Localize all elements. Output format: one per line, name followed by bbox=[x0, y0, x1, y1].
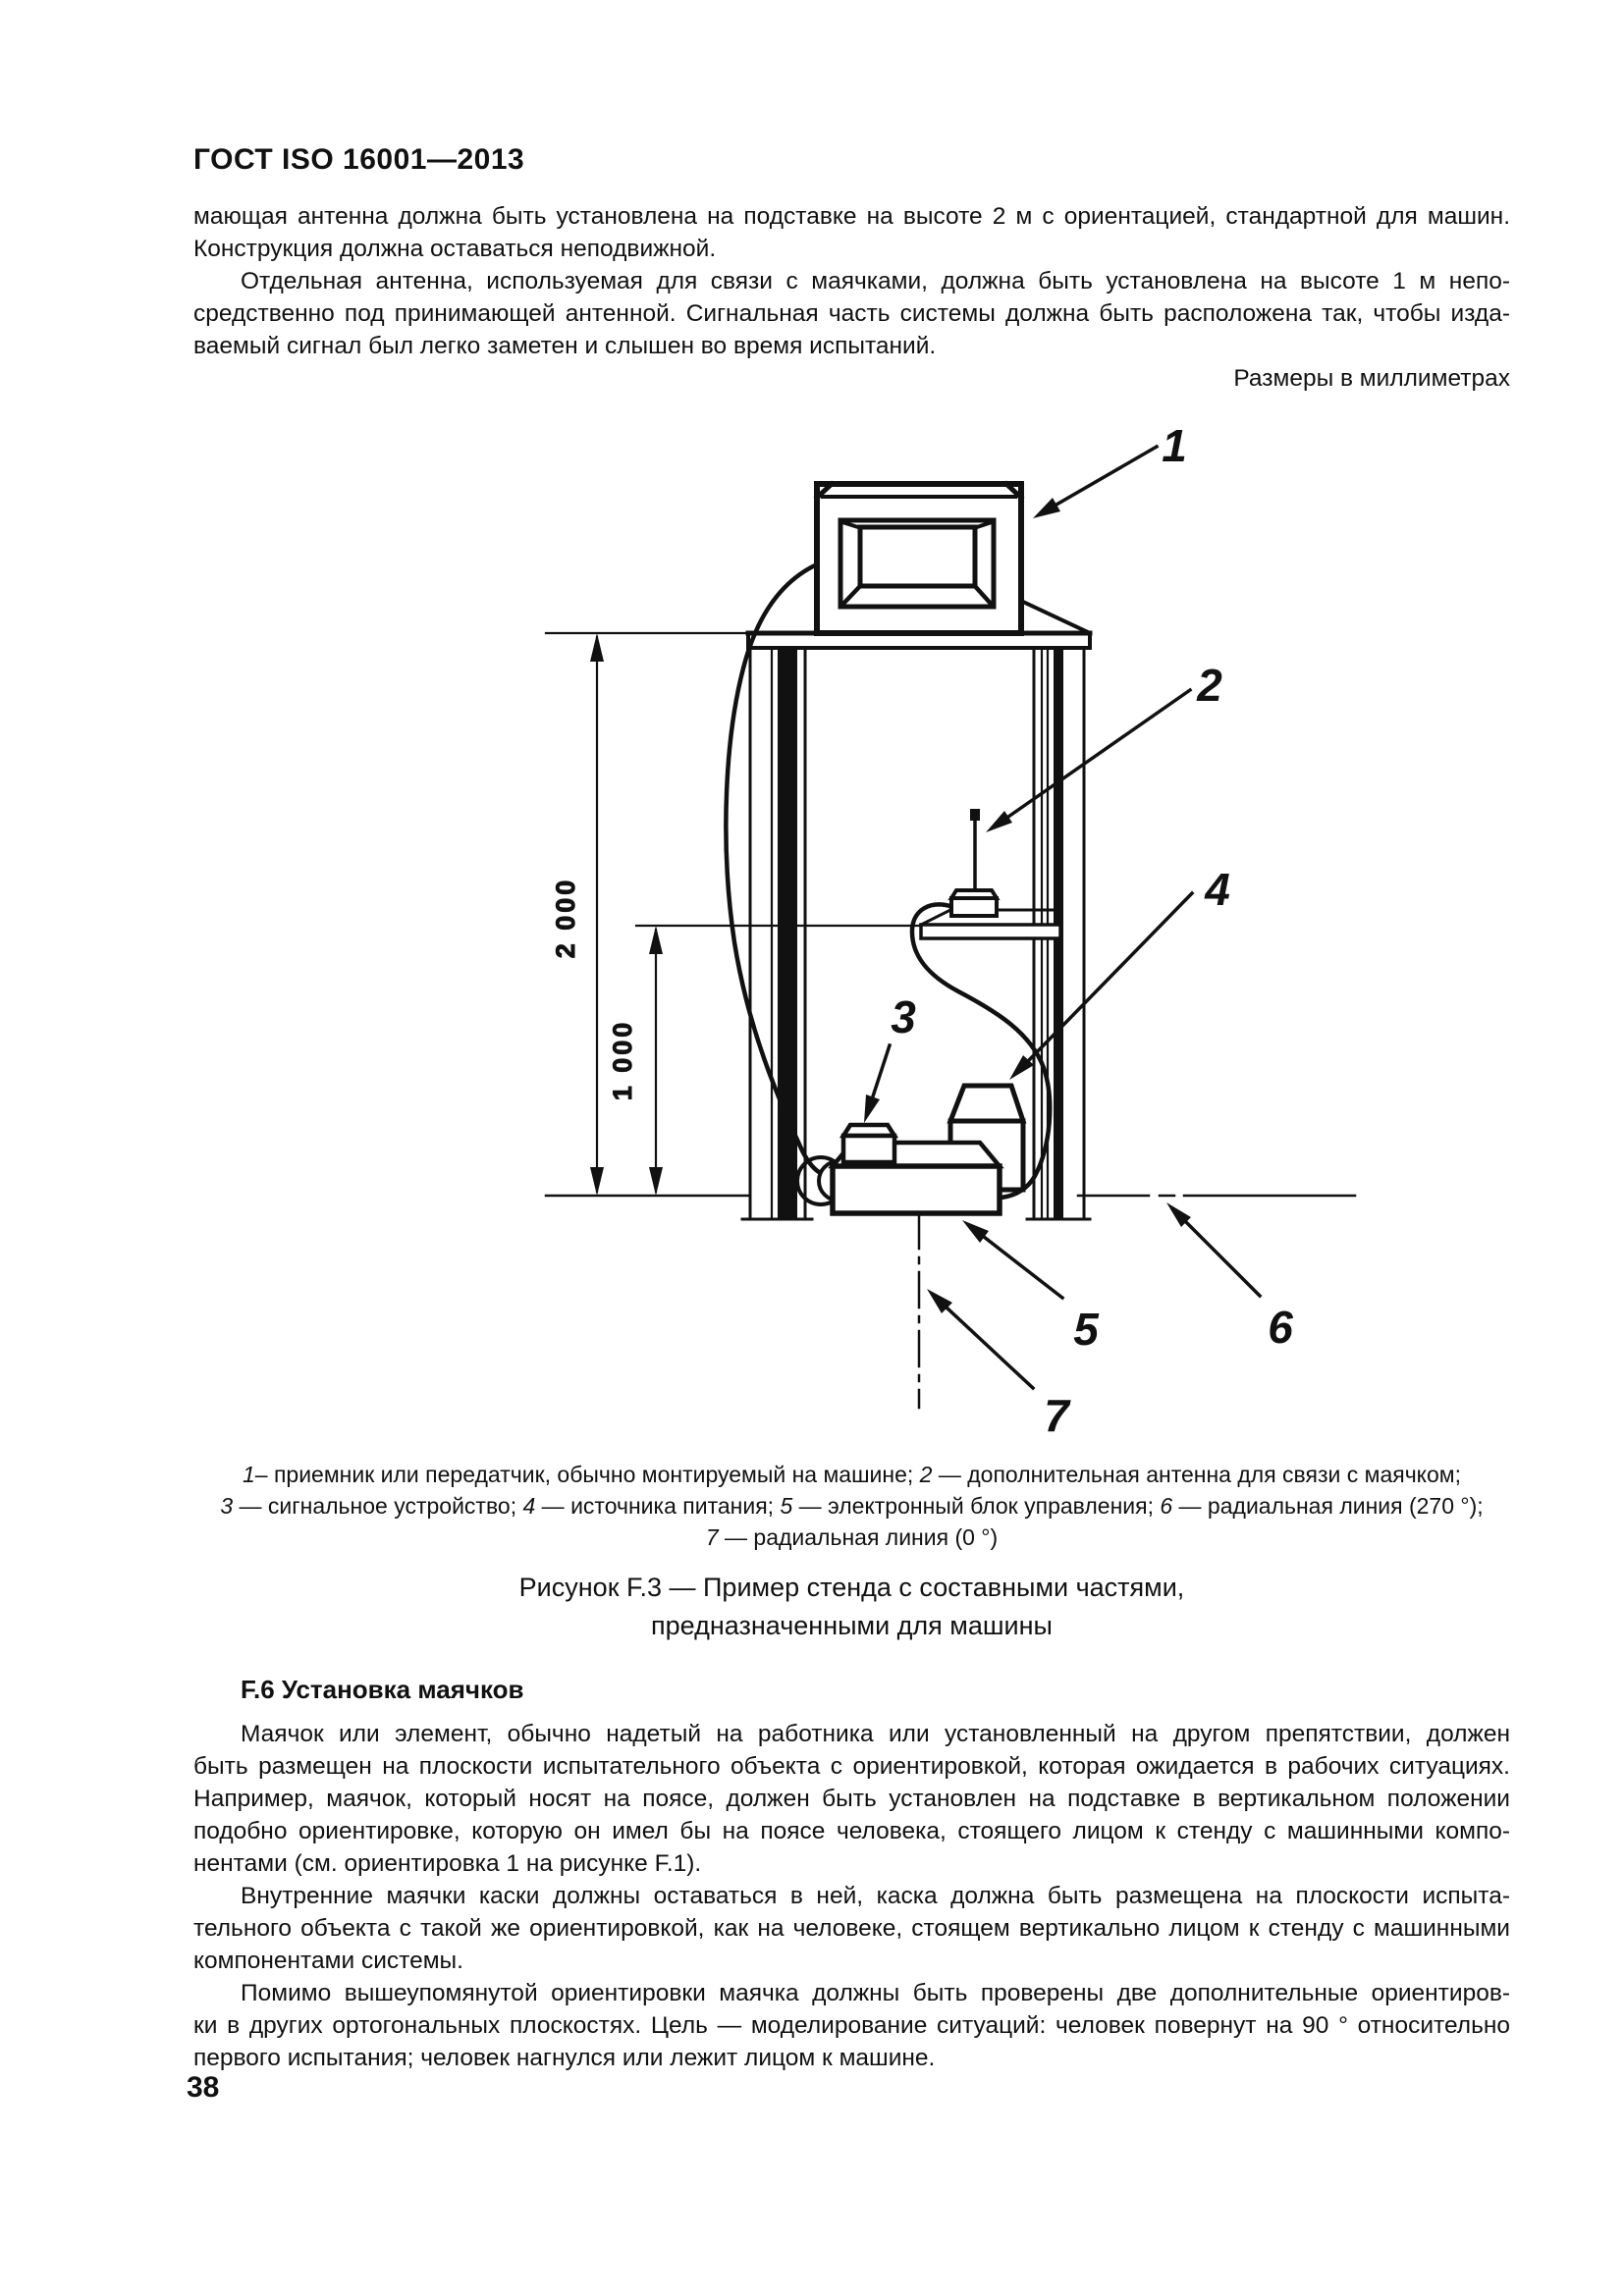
figure-title-line: Рисунок F.3 — Пример стенда с составными… bbox=[518, 1573, 1185, 1602]
dimensions-units-note: Размеры в миллиметрах bbox=[1233, 365, 1510, 392]
antenna-cable bbox=[724, 561, 823, 1176]
callout-label-3: 3 bbox=[891, 991, 916, 1042]
paragraph-line: Отдельная антенна, используемая для связ… bbox=[241, 268, 1510, 294]
figure-legend-line: 3 — сигнальное устройство; 4 — источника… bbox=[193, 1490, 1510, 1522]
paragraph-line: Конструкция должна оставаться неподвижно… bbox=[193, 236, 717, 262]
beacon-antenna-cable bbox=[909, 902, 1053, 1201]
figure-title-line: предназначенными для машины bbox=[651, 1611, 1053, 1640]
intro-paragraph-2: Отдельная антенна, используемая для связ… bbox=[193, 265, 1510, 362]
legend-text: — источника питания; bbox=[535, 1493, 781, 1519]
stand-left-leg bbox=[740, 646, 814, 1221]
paragraph-line: мающая антенна должна быть установлена н… bbox=[193, 203, 1510, 230]
legend-text: – приемник или передатчик, обычно монтир… bbox=[254, 1462, 920, 1487]
paragraph-line: нентами (см. ориентировка 1 на рисунке F… bbox=[193, 1850, 702, 1877]
callout-label-6: 6 bbox=[1268, 1302, 1293, 1353]
callout-label-4: 4 bbox=[1204, 864, 1230, 915]
paragraph-line: тельного объекта с такой же ориентировко… bbox=[193, 1915, 1510, 1942]
callout-arrow-7 bbox=[927, 1289, 1036, 1391]
figure-title: Рисунок F.3 — Пример стенда с составными… bbox=[193, 1569, 1510, 1645]
f6-paragraph-1: Маячок или элемент, обычно надетый на ра… bbox=[193, 1718, 1510, 1880]
paragraph-line: Например, маячок, который носят на поясе… bbox=[193, 1786, 1510, 1812]
callout-arrow-4 bbox=[1009, 890, 1195, 1080]
callout-label-1: 1 bbox=[1162, 420, 1187, 471]
figure-legend-line: 7 — радиальная линия (0 °) bbox=[193, 1522, 1510, 1553]
legend-number: 7 bbox=[705, 1524, 719, 1550]
f6-paragraph-3: Помимо вышеупомянутой ориентировки маячк… bbox=[193, 1977, 1510, 2074]
legend-number: 2 bbox=[919, 1462, 933, 1487]
paragraph-line: ки в других ортогональных плоскостях. Це… bbox=[193, 2012, 1510, 2039]
callout-arrow-2 bbox=[986, 687, 1193, 832]
legend-number: 6 bbox=[1160, 1493, 1173, 1519]
figure-legend-line: 1– приемник или передатчик, обычно монти… bbox=[193, 1459, 1510, 1490]
callout-arrows bbox=[864, 444, 1263, 1391]
callout-arrow-3 bbox=[864, 1042, 893, 1123]
callout-label-5: 5 bbox=[1073, 1304, 1100, 1355]
paragraph-line: Внутренние маячки каски должны оставатьс… bbox=[241, 1883, 1510, 1909]
paragraph-line: Маячок или элемент, обычно надетый на ра… bbox=[241, 1721, 1510, 1747]
paragraph-line: подобно ориентировке, которую он имел бы… bbox=[193, 1818, 1510, 1844]
legend-text: — дополнительная антенна для связи с мая… bbox=[932, 1462, 1461, 1487]
callout-arrow-5 bbox=[962, 1220, 1065, 1301]
legend-text: — радиальная линия (0 °) bbox=[718, 1524, 999, 1550]
callout-arrow-6 bbox=[1166, 1202, 1263, 1299]
intro-paragraph-1: мающая антенна должна быть установлена н… bbox=[193, 200, 1510, 265]
legend-text: — радиальная линия (270 °); bbox=[1172, 1493, 1484, 1519]
legend-text: — сигнальное устройство; bbox=[233, 1493, 523, 1519]
paragraph-line: средственно под принимающей антенной. Си… bbox=[193, 300, 1510, 327]
paragraph-line: компонентами системы. bbox=[193, 1948, 463, 1974]
legend-number: 1 bbox=[242, 1462, 255, 1487]
figure-f3-diagram: 2 000 1 000 bbox=[544, 420, 1357, 1441]
section-heading-f6: F.6 Установка маячков bbox=[241, 1675, 524, 1704]
auxiliary-beacon-antenna bbox=[947, 809, 1001, 918]
dimension-2000: 2 000 bbox=[544, 631, 750, 1196]
legend-number: 5 bbox=[780, 1493, 793, 1519]
legend-number: 3 bbox=[220, 1493, 234, 1519]
document-standard-number: ГОСТ ISO 16001—2013 bbox=[193, 143, 525, 176]
receiver-transmitter-unit bbox=[813, 480, 1025, 636]
page-number: 38 bbox=[187, 2071, 220, 2104]
paragraph-line: Помимо вышеупомянутой ориентировки маячк… bbox=[241, 1980, 1510, 2006]
dimension-label-1000: 1 000 bbox=[608, 1020, 637, 1101]
callout-arrow-1 bbox=[1033, 444, 1160, 518]
paragraph-line: первого испытания; человек нагнулся или … bbox=[193, 2045, 936, 2071]
dimension-1000: 1 000 bbox=[608, 924, 923, 1196]
paragraph-line: быть размещен на плоскости испытательног… bbox=[193, 1753, 1510, 1780]
callout-label-2: 2 bbox=[1196, 660, 1222, 711]
legend-text: — электронный блок управления; bbox=[792, 1493, 1161, 1519]
figure-legend: 1– приемник или передатчик, обычно монти… bbox=[193, 1459, 1510, 1553]
callout-label-7: 7 bbox=[1044, 1390, 1071, 1441]
f6-paragraph-2: Внутренние маячки каски должны оставатьс… bbox=[193, 1880, 1510, 1977]
dimension-label-2000: 2 000 bbox=[551, 878, 580, 959]
paragraph-line: ваемый сигнал был легко заметен и слышен… bbox=[193, 333, 937, 359]
legend-number: 4 bbox=[522, 1493, 536, 1519]
signal-device-box bbox=[839, 1122, 899, 1165]
